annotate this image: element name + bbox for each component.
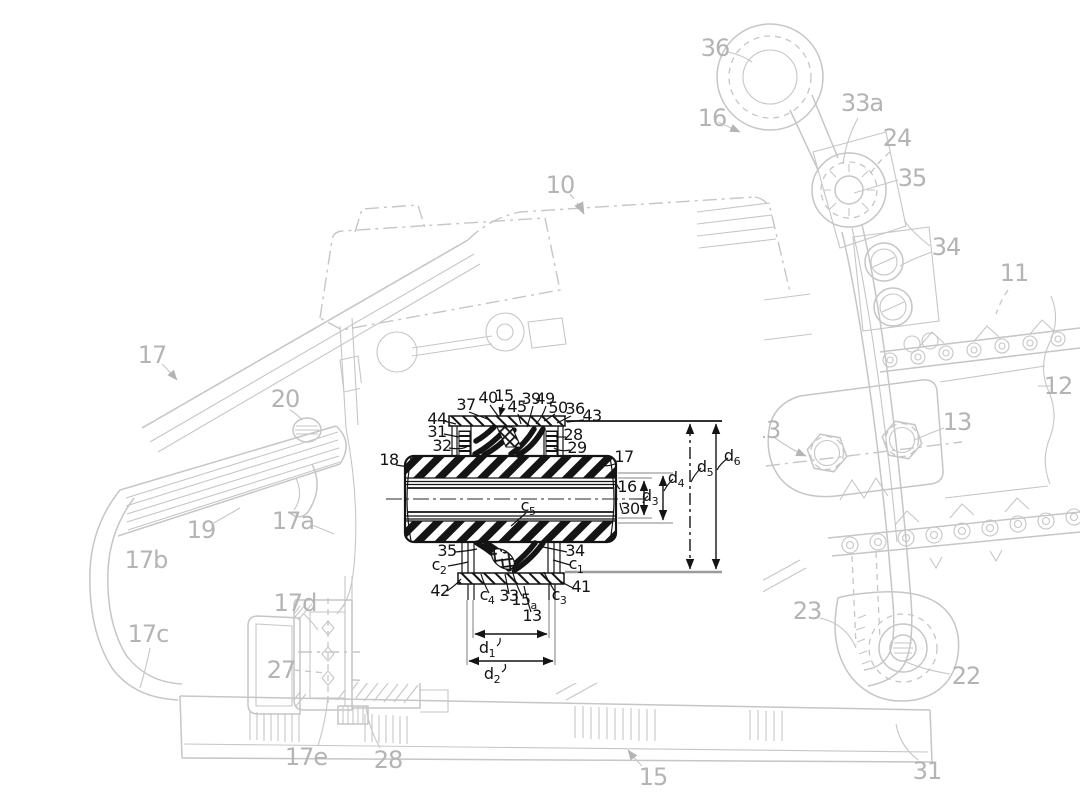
ref-label-16: 16: [698, 104, 727, 132]
part-label-13: 13: [522, 606, 541, 625]
part-label-32: 32: [432, 436, 451, 455]
faint-chainsaw-background: 36 16 33a 24 35 34 11 12 13 13 10 17: [89, 23, 1080, 791]
dim-label-d3: d3: [642, 486, 659, 508]
chain-rivets-bottom: [841, 508, 1080, 554]
part-label-c2: c2: [432, 555, 447, 577]
ref-label-17b: 17b: [125, 546, 168, 574]
handlebar-clamp-knob: [811, 131, 907, 249]
part-label-c5: c5: [521, 496, 536, 518]
dim-label-d4: d4: [668, 468, 685, 490]
part-label-39: 39: [521, 389, 541, 408]
part-label-44: 44: [427, 409, 447, 428]
rail-hatch-ticks: [249, 706, 783, 744]
bottom-housing: [457, 540, 565, 600]
ref-label-20: 20: [271, 385, 300, 413]
front-handle-tube: [716, 23, 913, 687]
part-label-15a: 15a: [511, 590, 537, 612]
ref-label-17: 17: [138, 341, 167, 369]
part-label-15: 15: [494, 386, 513, 405]
guide-bar-and-chain: [827, 295, 1080, 570]
faint-reference-numerals: 36 16 33a 24 35 34 11 12 13 13 10 17: [125, 34, 1074, 791]
part-label-28: 28: [563, 425, 583, 444]
ref-label-35: 35: [898, 164, 927, 192]
part-label-35: 35: [437, 541, 456, 560]
top-right-spacer: [545, 430, 558, 457]
dim-label-d6: d6: [724, 446, 741, 468]
inset-leader-lines: [395, 403, 729, 673]
part-label-18: 18: [379, 450, 399, 469]
part-label-50: 50: [548, 398, 568, 417]
mounting-screws: [852, 226, 940, 353]
rubber-sleeve: [403, 454, 618, 544]
ref-label-24: 24: [883, 124, 912, 152]
ref-label-27: 27: [267, 656, 296, 684]
part-label-41: 41: [571, 577, 590, 596]
ref-label-36: 36: [701, 34, 730, 62]
bottom-cover-plate: [457, 572, 565, 585]
top-left-spacer: [458, 430, 471, 457]
part-label-36: 36: [565, 399, 585, 418]
rear-handle: [89, 239, 481, 701]
part-label-45: 45: [507, 397, 526, 416]
chain-rivets-top: [882, 331, 1066, 368]
throttle-trigger: [289, 463, 318, 518]
oiler-button: [292, 417, 322, 443]
dim-label-d5: d5: [697, 457, 714, 479]
part-label-29: 29: [567, 438, 587, 457]
part-label-34: 34: [565, 541, 585, 560]
ref-label-34: 34: [932, 233, 961, 261]
ref-label-11: 11: [1000, 259, 1029, 287]
ref-label-33a: 33a: [841, 89, 883, 117]
bottom-screw-section: [491, 548, 515, 570]
ref-label-17a: 17a: [272, 507, 314, 535]
ref-label-28: 28: [374, 746, 403, 774]
ref-label-17d: 17d: [274, 589, 317, 617]
top-screw-section: [496, 426, 522, 448]
top-housing: [448, 415, 566, 458]
top-cover-plate: [448, 415, 566, 427]
part-label-31: 31: [427, 422, 446, 441]
cross-section-inset: 37 40 15 45 39 49 50 36 43 44 31 32 28 2…: [379, 386, 741, 686]
ref-label-31: 31: [913, 757, 942, 785]
dim-label-d1: d1: [479, 638, 495, 660]
part-label-37: 37: [456, 395, 475, 414]
part-label-42: 42: [430, 581, 449, 600]
part-label-49: 49: [535, 389, 555, 408]
ref-label-15: 15: [639, 763, 668, 791]
part-label-30: 30: [620, 499, 640, 518]
ref-label-17e: 17e: [285, 743, 328, 771]
ref-label-23: 23: [793, 597, 822, 625]
inset-reference-numerals: 37 40 15 45 39 49 50 36 43 44 31 32 28 2…: [379, 386, 741, 686]
ref-label-13-right: 13: [943, 408, 972, 436]
part-label-c3: c3: [552, 585, 567, 607]
part-label-33: 33: [499, 586, 518, 605]
dimension-lines: [466, 420, 722, 666]
bar-nut-cover: [765, 379, 963, 498]
dim-label-d2: d2: [484, 664, 500, 686]
part-label-43: 43: [582, 406, 601, 425]
ref-label-22: 22: [952, 662, 981, 690]
bottom-rail: [179, 695, 933, 763]
part-label-c1: c1: [569, 554, 584, 576]
ref-label-17c: 17c: [128, 620, 169, 648]
ref-label-19: 19: [187, 516, 216, 544]
part-label-16: 16: [617, 477, 637, 496]
part-label-c4: c4: [480, 585, 495, 607]
part-label-17: 17: [614, 447, 633, 466]
part-label-40: 40: [478, 388, 498, 407]
